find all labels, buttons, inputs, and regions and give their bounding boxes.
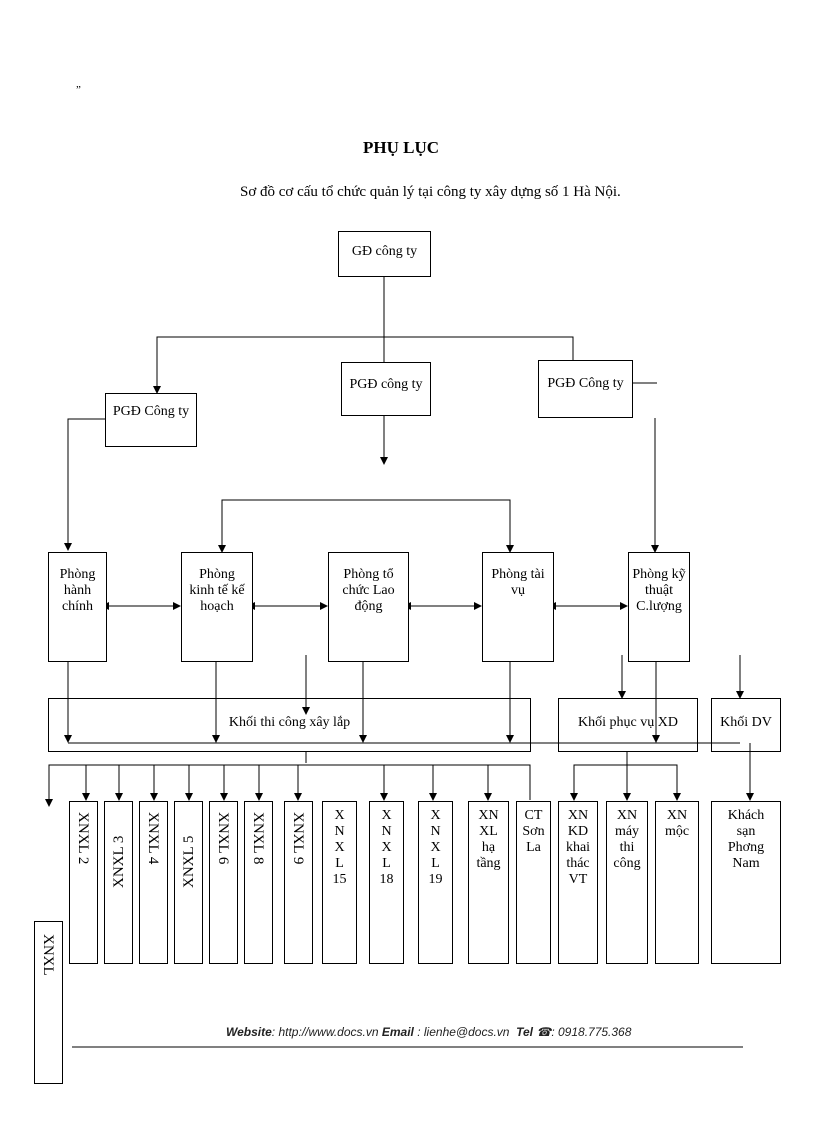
phong-kinh-te-box: Phòng kinh tế kế hoạch	[181, 552, 253, 662]
pgd-left-box: PGĐ Công ty	[105, 393, 197, 447]
khoi-dv-box: Khối DV	[711, 698, 781, 752]
phone-icon: ☎	[536, 1025, 552, 1039]
gd-cong-ty-box: GĐ công ty	[338, 231, 431, 277]
email-label: Email	[381, 1025, 414, 1039]
unit-xn-kd-khai-thac: XN KD khai thác VT	[558, 801, 598, 964]
website-url[interactable]: : http://www.docs.vn	[271, 1025, 379, 1039]
diagram-subtitle: Sơ đồ cơ cấu tổ chức quản lý tại công ty…	[240, 184, 621, 200]
email-address[interactable]: : lienhe@docs.vn	[417, 1025, 510, 1039]
pgd-mid-box: PGĐ công ty	[341, 362, 431, 416]
unit-khach-san: Khách sạn Phơng Nam	[711, 801, 781, 964]
phong-to-chuc-box: Phòng tổ chức Lao động	[328, 552, 409, 662]
unit-xnxl-8: XNXL 8	[244, 801, 273, 964]
stray-mark: ”	[76, 84, 81, 96]
footer-contact: Website: http://www.docs.vn Email : lien…	[226, 1025, 631, 1039]
pgd-right-box: PGĐ Công ty	[538, 360, 633, 418]
unit-xnxl-15: X N X L 15	[322, 801, 357, 964]
unit-xnxl-6: XNXL 6	[209, 801, 238, 964]
unit-xnxl-side: XNXL	[34, 921, 63, 1084]
khoi-phuc-vu-box: Khối phục vụ XD	[558, 698, 698, 752]
website-label: Website	[226, 1025, 272, 1039]
unit-xnxl-4: XNXL 4	[139, 801, 168, 964]
tel-label: Tel	[516, 1025, 534, 1039]
khoi-thi-cong-box: Khối thi công xây lắp	[48, 698, 531, 752]
unit-xnxl-2: XNXL 2	[69, 801, 98, 964]
phong-tai-vu-box: Phòng tài vụ	[482, 552, 554, 662]
unit-xn-moc: XN mộc	[655, 801, 699, 964]
phong-hanh-chinh-box: Phòng hành chính	[48, 552, 107, 662]
page-heading: PHỤ LỤC	[363, 138, 440, 157]
unit-xn-may-thi-cong: XN máy thi công	[606, 801, 648, 964]
unit-xnxl-3: XNXL 3	[104, 801, 133, 964]
unit-xnxl-18: X N X L 18	[369, 801, 404, 964]
phong-ky-thuat-box: Phòng kỹ thuật C.lượng	[628, 552, 690, 662]
unit-xnxl-19: X N X L 19	[418, 801, 453, 964]
tel-number: : 0918.775.368	[551, 1025, 632, 1039]
unit-xnxl-5: XNXL 5	[174, 801, 203, 964]
unit-ct-son-la: CT Sơn La	[516, 801, 551, 964]
unit-xnxl-9: XNXL 9	[284, 801, 313, 964]
unit-xn-xl-ha-tang: XN XL hạ tầng	[468, 801, 509, 964]
